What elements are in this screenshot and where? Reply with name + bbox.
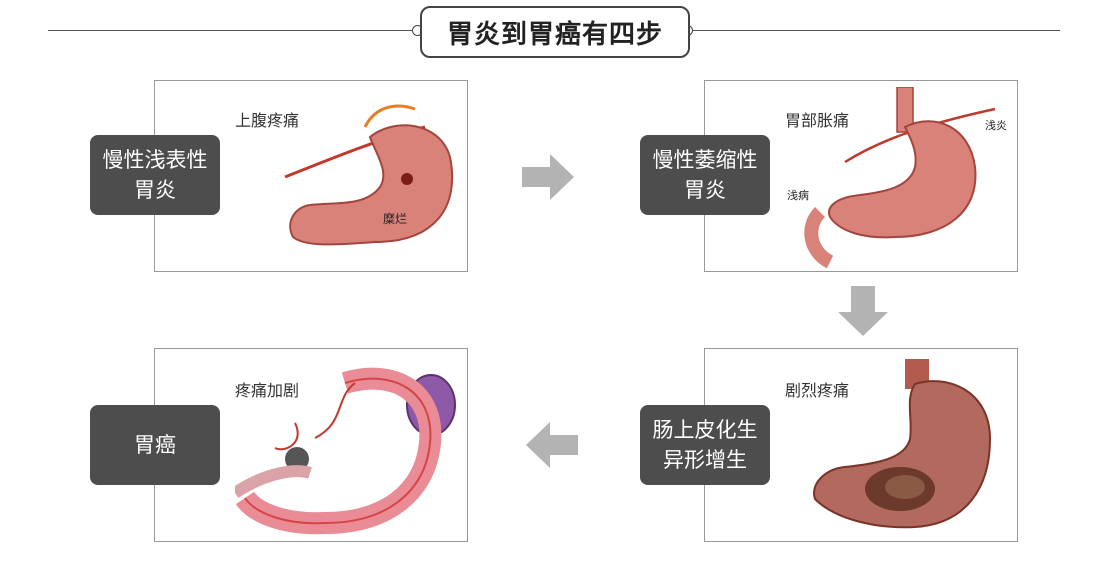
arrow-right-icon	[522, 154, 574, 200]
stage2-label-line1: 慢性萎缩性	[652, 148, 758, 172]
stage2-annotation-a: 浅炎	[985, 119, 1007, 132]
stage3-label-line2: 异形增生	[663, 448, 747, 472]
stage3-label: 肠上皮化生 异形增生	[640, 405, 770, 485]
stage1-caption: 上腹疼痛	[235, 111, 300, 130]
stage4-caption: 疼痛加剧	[235, 381, 300, 400]
page-title: 胃炎到胃癌有四步	[420, 6, 690, 58]
title-divider-left	[48, 30, 418, 31]
stomach-illustration-stage1: 糜烂	[284, 104, 454, 246]
stomach-illustration-stage2: 浅炎 浅病	[787, 87, 1007, 269]
title-divider-right	[688, 30, 1060, 31]
stage2-caption: 胃部胀痛	[785, 111, 850, 130]
stage2-annotation-b: 浅病	[787, 188, 809, 202]
stage4-label-line1: 胃癌	[134, 433, 176, 457]
stomach-illustration-stage4	[235, 367, 456, 535]
stomach-illustration-stage3	[813, 359, 992, 529]
arrow-left-icon	[526, 422, 578, 468]
stage2-panel: 胃部胀痛 浅炎 浅病	[704, 80, 1018, 272]
stage2-label: 慢性萎缩性 胃炎	[640, 135, 770, 215]
stage3-caption: 剧烈疼痛	[785, 381, 850, 400]
stage1-label: 慢性浅表性 胃炎	[90, 135, 220, 215]
stage1-annotation: 糜烂	[383, 211, 407, 226]
stage1-label-line2: 胃炎	[134, 178, 176, 202]
stage1-label-line1: 慢性浅表性	[102, 148, 208, 172]
arrow-down-icon	[838, 286, 888, 336]
stage3-label-line1: 肠上皮化生	[652, 418, 758, 442]
stage4-label: 胃癌	[90, 405, 220, 485]
stage2-label-line2: 胃炎	[684, 178, 726, 202]
